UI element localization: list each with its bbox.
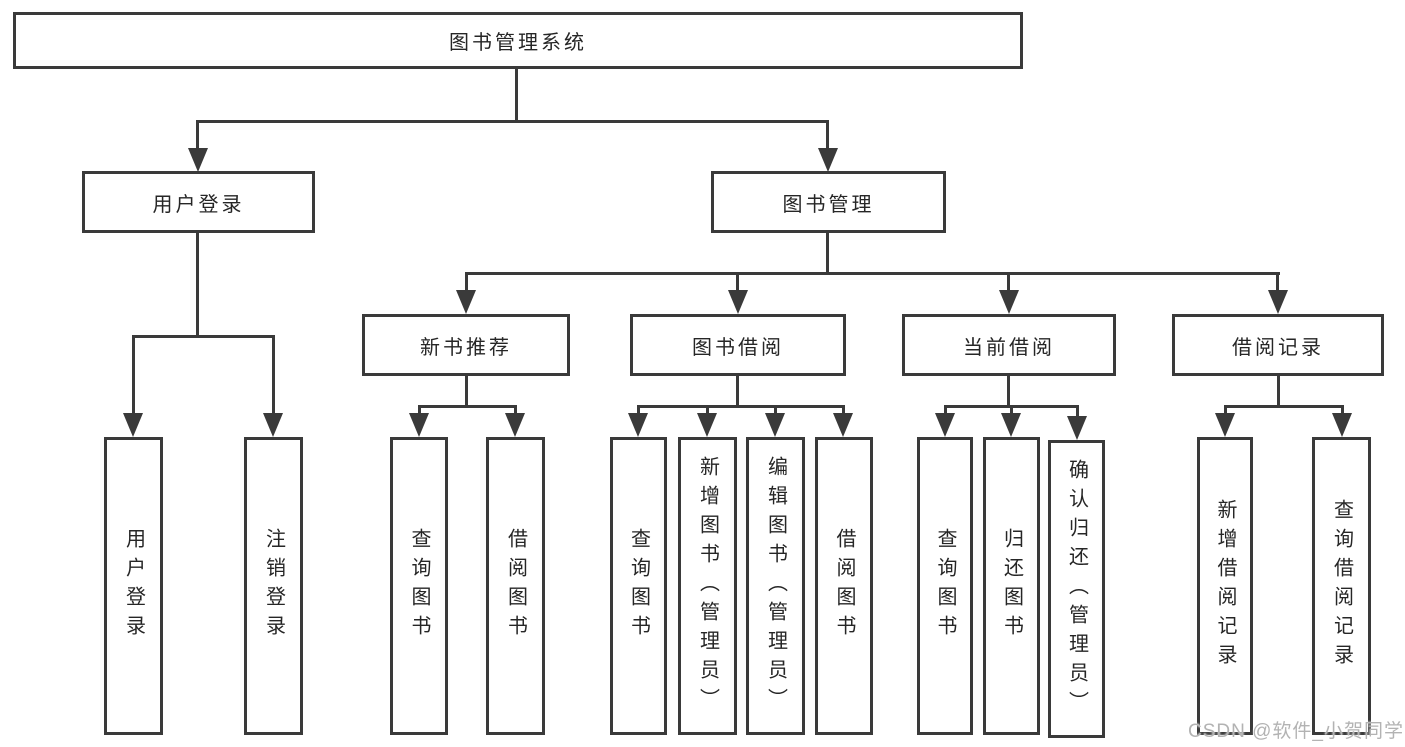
csdn-watermark: CSDN @软件_小贺同学 [1188, 721, 1404, 742]
connector-arrowhead [999, 290, 1019, 314]
connector-line [1224, 405, 1343, 408]
connector-arrowhead [818, 148, 838, 172]
leaf-label: 新增借阅记录 [1214, 499, 1236, 673]
connector-line [196, 120, 829, 123]
leaf-label: 借阅图书 [833, 528, 855, 644]
connector-line [1276, 272, 1279, 292]
connector-line [196, 120, 199, 150]
connector-line [736, 376, 739, 407]
leaf-borrow-book: 借阅图书 [815, 437, 873, 735]
node-current-borrow: 当前借阅 [902, 314, 1116, 376]
connector-line [774, 405, 777, 415]
connector-arrowhead [263, 413, 283, 437]
connector-line [514, 405, 517, 415]
leaf-label: 查询图书 [627, 528, 650, 644]
connector-arrowhead [833, 413, 853, 437]
leaf-label: 归还图书 [1000, 528, 1023, 644]
leaf-current-query-book: 查询图书 [917, 437, 973, 735]
leaf-label: 查询图书 [408, 528, 430, 644]
node-label: 借阅记录 [1232, 336, 1324, 359]
connector-line [465, 272, 468, 292]
connector-arrowhead [505, 413, 525, 437]
connector-line [515, 68, 518, 122]
connector-arrowhead [728, 290, 748, 314]
leaf-borrow-query-book: 查询图书 [610, 437, 667, 735]
connector-arrowhead [1001, 413, 1021, 437]
connector-line [272, 335, 275, 415]
node-root-system: 图书管理系统 [13, 12, 1023, 69]
connector-arrowhead [628, 413, 648, 437]
leaf-logout: 注销登录 [244, 437, 303, 735]
connector-line [132, 335, 275, 338]
connector-line [1007, 376, 1010, 407]
connector-line [132, 335, 135, 415]
connector-arrowhead [1215, 413, 1235, 437]
leaf-add-book-admin: 新增图书（管理员） [678, 437, 737, 735]
leaf-return-book: 归还图书 [983, 437, 1040, 735]
node-label: 图书管理 [782, 193, 875, 216]
connector-line [637, 405, 844, 408]
leaf-add-borrow-record: 新增借阅记录 [1197, 437, 1253, 735]
node-label: 当前借阅 [963, 336, 1055, 359]
node-label: 用户登录 [152, 193, 245, 216]
node-label: 图书借阅 [692, 336, 784, 359]
connector-line [826, 233, 829, 274]
node-borrow-record: 借阅记录 [1172, 314, 1384, 376]
connector-line [1341, 405, 1344, 415]
leaf-query-borrow-record: 查询借阅记录 [1312, 437, 1371, 735]
connector-arrowhead [1268, 290, 1288, 314]
connector-arrowhead [935, 413, 955, 437]
connector-line [418, 405, 517, 408]
node-book-management-branch: 图书管理 [711, 171, 946, 233]
leaf-recommend-query-book: 查询图书 [390, 437, 448, 735]
connector-arrowhead [1067, 416, 1087, 440]
connector-line [944, 405, 947, 415]
connector-arrowhead [123, 413, 143, 437]
node-book-borrow: 图书借阅 [630, 314, 846, 376]
leaf-label: 查询图书 [934, 528, 956, 644]
node-label: 新书推荐 [420, 336, 512, 359]
leaf-label: 注销登录 [262, 528, 285, 644]
connector-line [1277, 376, 1280, 407]
node-user-login-branch: 用户登录 [82, 171, 315, 233]
node-new-book-recommend: 新书推荐 [362, 314, 570, 376]
leaf-label: 确认归还（管理员） [1065, 458, 1088, 720]
connector-arrowhead [1332, 413, 1352, 437]
connector-arrowhead [697, 413, 717, 437]
connector-arrowhead [456, 290, 476, 314]
connector-arrowhead [188, 148, 208, 172]
connector-line [465, 272, 1280, 275]
connector-line [1010, 405, 1013, 415]
connector-line [1076, 405, 1079, 417]
leaf-label: 新增图书（管理员） [696, 455, 719, 717]
leaf-edit-book-admin: 编辑图书（管理员） [746, 437, 805, 735]
connector-arrowhead [409, 413, 429, 437]
connector-line [736, 272, 739, 292]
connector-line [418, 405, 421, 415]
connector-line [826, 120, 829, 150]
leaf-user-login: 用户登录 [104, 437, 163, 735]
connector-line [706, 405, 709, 415]
leaf-confirm-return-admin: 确认归还（管理员） [1048, 440, 1105, 738]
leaf-label: 查询借阅记录 [1330, 499, 1353, 673]
connector-line [637, 405, 640, 415]
connector-line [1007, 272, 1010, 292]
connector-arrowhead [765, 413, 785, 437]
node-label: 图书管理系统 [449, 32, 587, 54]
connector-line [842, 405, 845, 415]
connector-line [465, 376, 468, 407]
leaf-label: 用户登录 [122, 528, 145, 644]
leaf-label: 编辑图书（管理员） [764, 455, 787, 717]
leaf-label: 借阅图书 [504, 528, 527, 644]
connector-line [196, 233, 199, 337]
connector-line [1224, 405, 1227, 415]
leaf-recommend-borrow-book: 借阅图书 [486, 437, 545, 735]
